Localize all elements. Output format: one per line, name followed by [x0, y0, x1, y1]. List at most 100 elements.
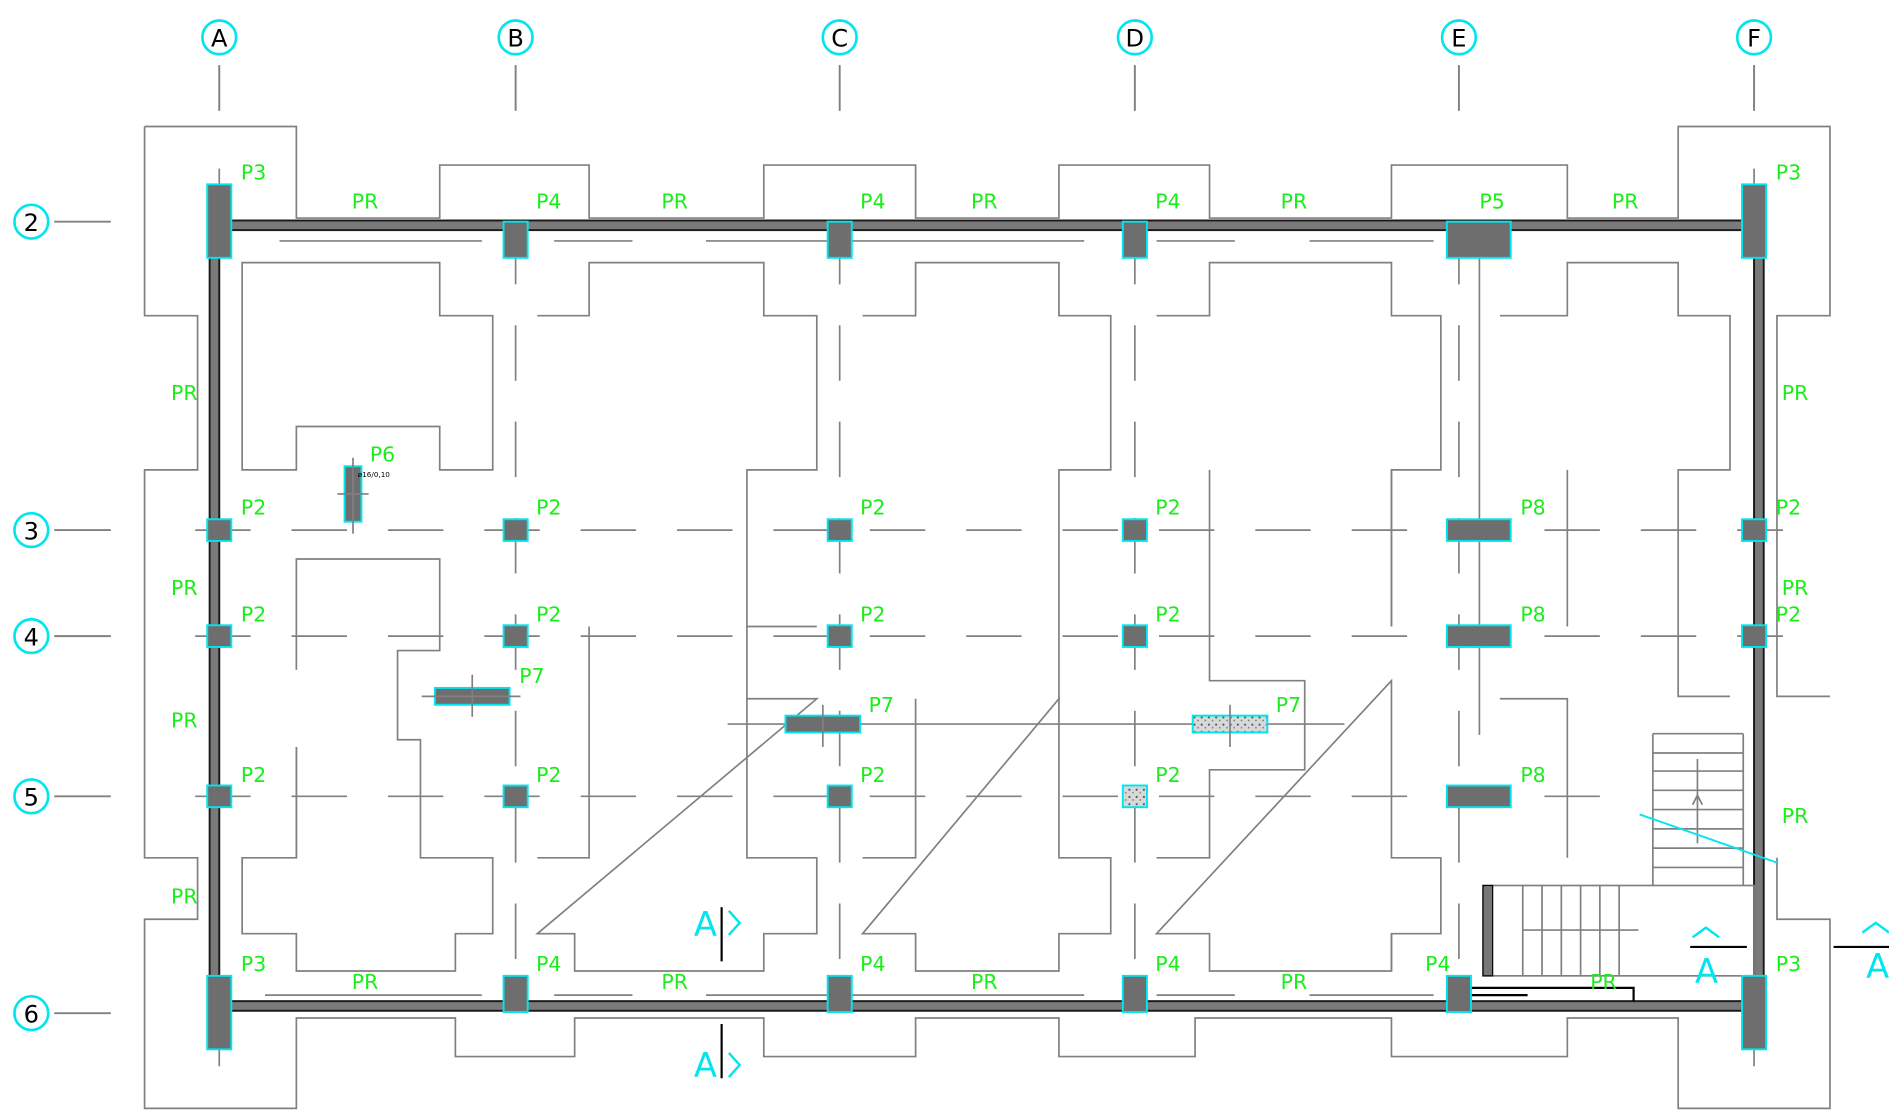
axis-column-C: C: [821, 19, 858, 111]
footing-bay-3a: [862, 261, 1112, 627]
label-p2: P2: [860, 495, 885, 519]
column-p2: [1741, 518, 1768, 542]
column-p4: [502, 974, 529, 1013]
column-p2: [826, 784, 853, 809]
column-p4: [826, 974, 853, 1013]
label-pr: PR: [171, 381, 198, 405]
label-p2: P2: [1155, 763, 1180, 787]
label-p2: P2: [536, 495, 561, 519]
footing-bay-5b: [1390, 697, 1569, 972]
label-pr: PR: [1612, 189, 1639, 213]
label-p2: P2: [536, 763, 561, 787]
stair-wall: [1482, 884, 1494, 977]
label-p4: P4: [536, 952, 561, 976]
label-pr: PR: [352, 189, 379, 213]
column-p4: [1121, 974, 1148, 1013]
column-p4: [1121, 220, 1148, 259]
label-pr: PR: [1281, 189, 1308, 213]
stair: [1469, 732, 1778, 1002]
axis-row-5: 5: [13, 778, 111, 815]
label-p2: P2: [536, 603, 561, 627]
footing-bay-3b: [860, 696, 1112, 972]
column-p8: [1445, 518, 1512, 542]
axis-label: D: [1126, 25, 1145, 53]
column-p2: [1121, 624, 1148, 648]
axis-bubble: [13, 778, 50, 815]
label-p3: P3: [1776, 161, 1801, 185]
axis-label: 3: [24, 517, 39, 545]
label-p2: P2: [860, 763, 885, 787]
column-p5: [1445, 220, 1512, 259]
column-p2: [206, 518, 233, 542]
footing-outlines: [143, 125, 1831, 1110]
label-p7: P7: [869, 693, 894, 717]
footing-top-left: [144, 125, 1831, 698]
section-marker-upper: A: [694, 905, 742, 962]
label-p7: P7: [519, 664, 544, 688]
label-pr: PR: [1782, 804, 1809, 828]
stair-base-line: [1469, 986, 1635, 1002]
label-p6: P6: [370, 442, 395, 466]
label-p4: P4: [1155, 952, 1180, 976]
column-p2: [1121, 784, 1148, 809]
columns: [206, 183, 1768, 1051]
label-p3: P3: [241, 952, 266, 976]
label-p4: P4: [860, 952, 885, 976]
axis-column-A: A: [201, 19, 238, 111]
section-label: A: [694, 905, 717, 944]
column-p2: [826, 518, 853, 542]
label-p8: P8: [1520, 763, 1545, 787]
label-p2: P2: [1155, 495, 1180, 519]
axis-row-2: 2: [13, 203, 111, 240]
axis-label: C: [831, 25, 848, 53]
footing-left: [143, 126, 1831, 1110]
section-label: A: [1866, 947, 1889, 986]
label-pr: PR: [1281, 970, 1308, 994]
column-p3: [206, 183, 233, 259]
label-p5: P5: [1479, 189, 1504, 213]
axis-bubble: [1116, 19, 1154, 56]
section-label: A: [694, 1046, 717, 1085]
column-p2: [1741, 624, 1768, 648]
footing-bay-5a: [1499, 261, 1731, 627]
axis-bubble: [201, 19, 238, 56]
column-p4: [502, 220, 529, 259]
stair-lower-flight: [1521, 885, 1639, 976]
section-marker-right-b: A: [1833, 921, 1889, 986]
column-p2: [502, 518, 529, 542]
stair-cut-line: [1639, 813, 1778, 864]
column-p8: [1445, 784, 1512, 809]
column-p3: [206, 974, 233, 1051]
beam-col-F: [1753, 219, 1765, 1012]
label-pr: PR: [171, 709, 198, 733]
label-p4: P4: [1155, 189, 1180, 213]
axis-label: 2: [24, 209, 39, 237]
label-p4: P4: [536, 189, 561, 213]
axis-label: 4: [24, 623, 39, 651]
column-p4: [1445, 974, 1472, 1013]
label-pr: PR: [171, 885, 198, 909]
axis-column-D: D: [1116, 19, 1154, 111]
label-p2: P2: [241, 763, 266, 787]
axis-row-4: 4: [13, 617, 111, 655]
axis-label: A: [211, 25, 228, 53]
section-arrow-icon: [1691, 926, 1720, 939]
axis-label: 5: [24, 784, 39, 812]
axis-column-E: E: [1440, 19, 1478, 111]
section-arrow-icon: [727, 909, 742, 936]
label-p2: P2: [241, 495, 266, 519]
label-pr: PR: [171, 576, 198, 600]
axis-label: E: [1451, 25, 1466, 53]
footing-bay-1a: [241, 261, 494, 471]
label-p4: P4: [1425, 952, 1450, 976]
label-pr: PR: [1782, 576, 1809, 600]
label-p3: P3: [241, 161, 266, 185]
label-p2: P2: [1776, 603, 1801, 627]
footing-right-stair: [1677, 626, 1730, 698]
label-pr: PR: [352, 970, 379, 994]
axis-label: F: [1747, 25, 1761, 53]
label-p2: P2: [860, 603, 885, 627]
axis-row-6: 6: [13, 994, 111, 1032]
section-markers: A A A A: [694, 905, 1889, 1085]
